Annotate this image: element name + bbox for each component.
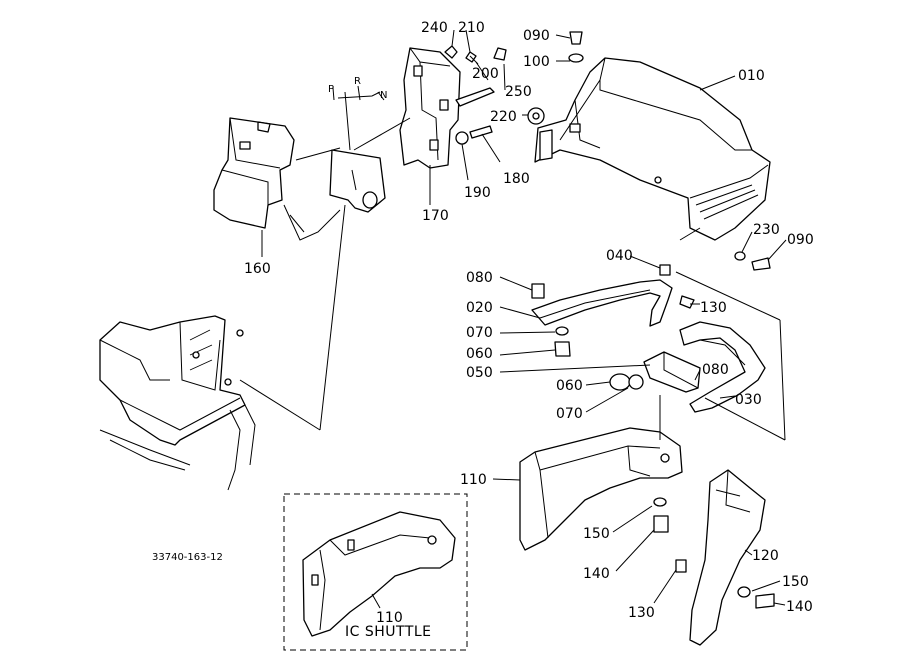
label-150-b: 150 [782, 574, 809, 590]
cover-110 [519, 427, 683, 551]
label-030: 030 [735, 392, 762, 408]
label-060-b: 060 [556, 378, 583, 394]
shift-cover-160 [213, 117, 295, 229]
label-070-a: 070 [466, 325, 493, 341]
label-040: 040 [606, 248, 633, 264]
shift-letter-p: P [328, 84, 334, 95]
shift-letter-n: N [380, 90, 387, 101]
shift-plate [283, 85, 386, 241]
label-200: 200 [472, 66, 499, 82]
variant-caption: IC SHUTTLE [345, 624, 432, 640]
label-250: 250 [505, 84, 532, 100]
label-180: 180 [503, 171, 530, 187]
label-080-b: 080 [702, 362, 729, 378]
washers-nuts [554, 31, 775, 609]
fasteners-upper [444, 45, 545, 145]
label-120: 120 [752, 548, 779, 564]
label-150-a: 150 [583, 526, 610, 542]
panel-170 [399, 47, 461, 169]
label-190: 190 [464, 185, 491, 201]
label-100: 100 [523, 54, 550, 70]
part-labels: 010 020 030 040 050 060 060 070 070 080 … [244, 20, 814, 626]
label-090-a: 090 [523, 28, 550, 44]
ic-shuttle-variant-box [283, 493, 468, 651]
label-080-a: 080 [466, 270, 493, 286]
label-060-a: 060 [466, 346, 493, 362]
bracket-020 [531, 264, 695, 327]
plate-050 [643, 351, 701, 393]
label-050: 050 [466, 365, 493, 381]
label-140-a: 140 [583, 566, 610, 582]
tractor-frame-drawing [99, 315, 256, 491]
label-130-a: 130 [700, 300, 727, 316]
label-110-a: 110 [460, 472, 487, 488]
label-090-b: 090 [787, 232, 814, 248]
label-160: 160 [244, 261, 271, 277]
label-110-b: 110 [376, 610, 403, 626]
label-240: 240 [421, 20, 448, 36]
bracket-030 [679, 321, 766, 413]
shift-letter-r: R [354, 76, 361, 87]
label-230: 230 [753, 222, 780, 238]
label-130-b: 130 [628, 605, 655, 621]
label-220: 220 [490, 109, 517, 125]
shift-pattern-letters: P R N [328, 76, 387, 101]
label-210: 210 [458, 20, 485, 36]
label-170: 170 [422, 208, 449, 224]
fender-010 [534, 57, 771, 241]
label-140-b: 140 [786, 599, 813, 615]
label-010: 010 [738, 68, 765, 84]
cover-120 [675, 469, 766, 646]
drawing-number: 33740-163-12 [152, 552, 223, 563]
leader-lines [239, 29, 787, 609]
label-070-b: 070 [556, 406, 583, 422]
label-020: 020 [466, 300, 493, 316]
